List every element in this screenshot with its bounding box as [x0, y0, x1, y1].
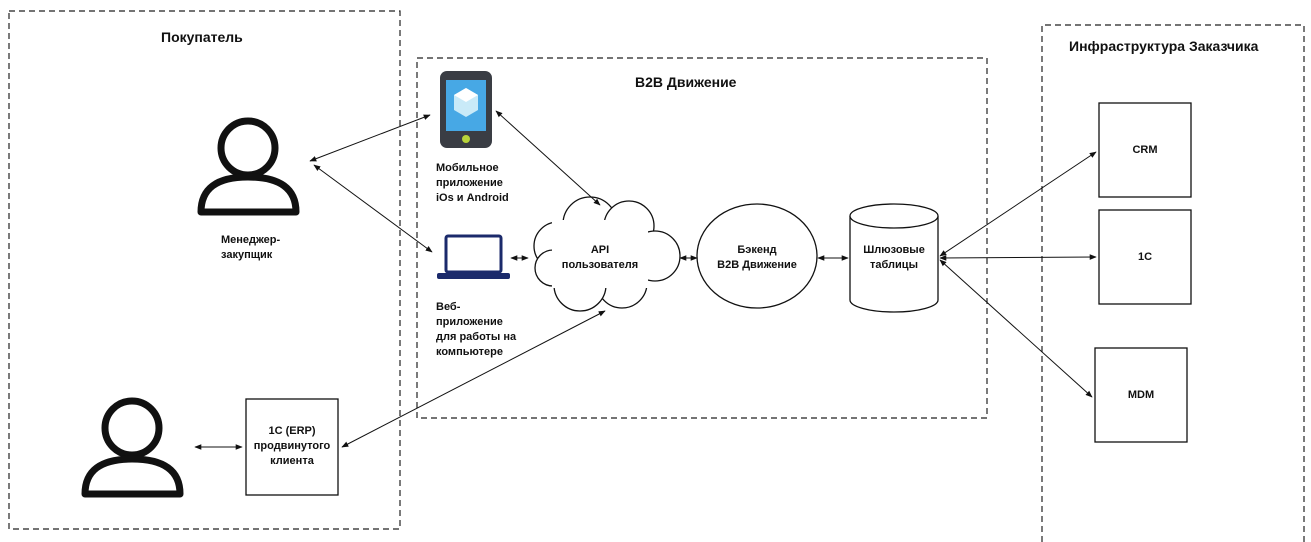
database-cylinder	[849, 203, 939, 313]
connector-manager-mobile	[309, 114, 431, 162]
gateway-label: Шлюзовые таблицы	[863, 244, 925, 271]
crm-box	[1098, 102, 1192, 198]
buyer-group-frame	[8, 10, 401, 530]
mobile-app-label: Мобильное приложение iOs и Android	[436, 162, 509, 204]
customer-infra-group-title: Инфраструктура Заказчика	[1069, 38, 1259, 54]
connector-mobile-api	[495, 110, 601, 206]
b2b-group-title: B2B Движение	[635, 74, 737, 90]
connector-manager-web	[313, 164, 433, 253]
connector-gateway-crm	[939, 151, 1097, 257]
laptop-icon	[437, 234, 510, 279]
connector-gateway-mdm	[939, 259, 1093, 398]
buyer-group-title: Покупатель	[161, 29, 243, 45]
erp-box	[245, 398, 339, 496]
crm-label: CRM	[1132, 144, 1158, 156]
person-icon	[81, 397, 184, 498]
mdm-box	[1094, 347, 1188, 443]
web-app-label: Веб- приложение для работы на компьютере	[436, 301, 517, 358]
onec-box	[1098, 209, 1192, 305]
backend-label: Бэкенд B2B Движение	[717, 244, 797, 271]
tablet-icon	[440, 71, 492, 148]
onec-label: 1С	[1137, 251, 1153, 263]
person-icon	[197, 117, 300, 216]
api-label: API пользователя	[561, 244, 639, 271]
mdm-label: MDM	[1127, 389, 1155, 401]
connector-gateway-onec	[939, 254, 1097, 261]
erp-label: 1С (ERP) продвинутого клиента	[253, 425, 331, 467]
manager-label: Менеджер- закупщик	[221, 234, 281, 261]
connector-erp-api	[341, 310, 606, 448]
